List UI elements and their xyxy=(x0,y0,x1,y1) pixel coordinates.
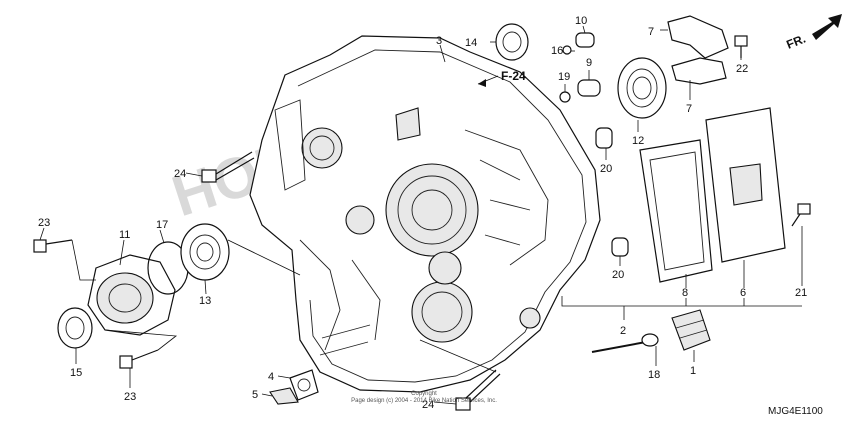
callout-18: 18 xyxy=(648,369,660,381)
reference-label: F-24 xyxy=(501,69,526,83)
callout-23-lower: 23 xyxy=(124,391,136,403)
callout-16: 16 xyxy=(551,45,563,57)
callout-4: 4 xyxy=(268,371,274,383)
callout-10: 10 xyxy=(575,15,587,27)
callout-17: 17 xyxy=(156,219,168,231)
seal-15 xyxy=(57,307,93,349)
dowel-10 xyxy=(575,32,595,48)
callout-23-upper: 23 xyxy=(38,217,50,229)
callout-20-upper: 20 xyxy=(600,163,612,175)
callout-11: 11 xyxy=(119,229,130,241)
oil-cap-1 xyxy=(671,309,711,351)
plate-7-lower xyxy=(671,57,727,85)
front-label: FR. xyxy=(784,32,807,52)
bolt-22 xyxy=(734,35,748,58)
callout-8: 8 xyxy=(682,287,688,299)
bearing-12 xyxy=(617,57,667,119)
dowel-20-lower xyxy=(611,237,629,257)
dowel-20-upper xyxy=(595,127,613,149)
callout-21: 21 xyxy=(795,287,807,299)
callout-1: 1 xyxy=(690,365,696,377)
washer-16 xyxy=(562,45,572,55)
callout-19: 19 xyxy=(558,71,570,83)
callout-13: 13 xyxy=(199,295,211,307)
callout-7-upper: 7 xyxy=(648,26,654,38)
callout-14: 14 xyxy=(465,37,477,49)
crankcase-cover xyxy=(249,35,601,393)
reference-f24: F-24 xyxy=(477,69,526,87)
callout-labels: 3 14 16 10 9 19 12 7 7 22 20 20 8 6 21 2… xyxy=(38,15,807,411)
bolt-21 xyxy=(791,203,811,227)
copyright-line-1: Copyright xyxy=(411,391,437,397)
bearing-14 xyxy=(495,23,529,61)
bolt-23-upper xyxy=(33,239,73,253)
dowel-9 xyxy=(577,79,601,97)
leader-lines xyxy=(39,25,803,405)
washer-5 xyxy=(269,387,299,405)
callout-7-lower: 7 xyxy=(686,103,692,115)
gasket-8 xyxy=(639,139,713,283)
diagram-code: MJG4E1100 xyxy=(768,406,823,417)
callout-24-lower: 24 xyxy=(422,399,434,411)
callout-9: 9 xyxy=(586,57,592,69)
callout-22: 22 xyxy=(736,63,748,75)
bearing-13 xyxy=(180,223,230,281)
callout-12: 12 xyxy=(632,135,644,147)
washer-19 xyxy=(559,91,571,103)
bolt-23-lower xyxy=(119,349,159,369)
callout-24-upper: 24 xyxy=(174,168,186,180)
dipstick-18 xyxy=(591,333,659,353)
sensor-4 xyxy=(289,369,319,401)
copyright-line-2: Page design (c) 2004 - 2014 Bike Nation … xyxy=(351,398,497,404)
bolt-24-upper xyxy=(201,151,255,183)
callout-3: 3 xyxy=(436,35,442,47)
callout-5: 5 xyxy=(252,389,258,401)
callout-6: 6 xyxy=(740,287,746,299)
callout-2: 2 xyxy=(620,325,626,337)
plate-7-upper xyxy=(667,15,729,59)
front-direction-arrow: FR. xyxy=(784,14,842,52)
callout-20-lower: 20 xyxy=(612,269,624,281)
callout-15: 15 xyxy=(70,367,82,379)
housing-11 xyxy=(87,254,176,336)
